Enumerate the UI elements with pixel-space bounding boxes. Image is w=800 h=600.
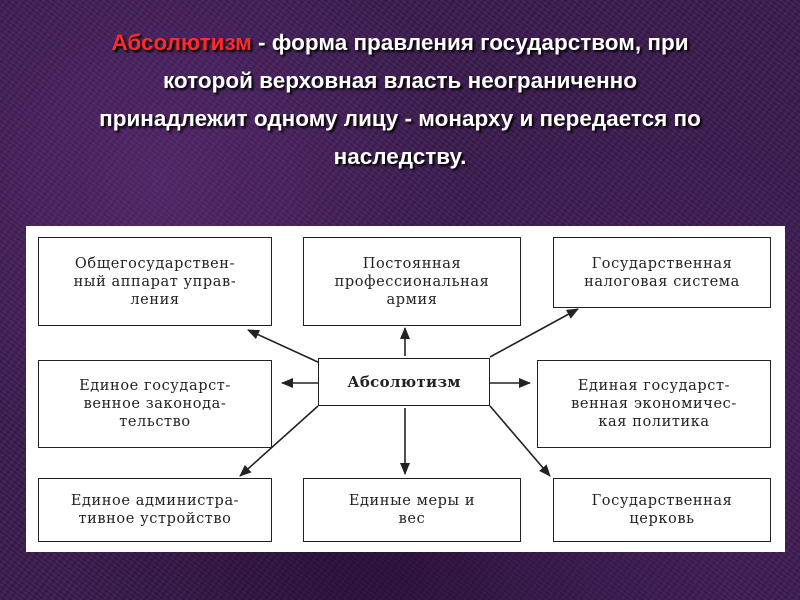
title-term: Абсолютизм [111, 30, 252, 55]
arrow-to-tax-system [489, 308, 579, 358]
arrows-layer [239, 308, 579, 477]
box-measures: Единые меры и вес [303, 478, 521, 542]
box-army: Постоянная профессиональная армия [303, 237, 521, 326]
box-legislation: Единое государст- венное законода- тельс… [38, 360, 272, 448]
arrow-to-admin-apparatus [247, 329, 321, 364]
title-definition: - форма правления государством, при кото… [99, 30, 701, 169]
box-admin-apparatus: Общегосударствен- ный аппарат управ- лен… [38, 237, 272, 326]
box-economic-policy: Единая государст- венная экономичес- кая… [537, 360, 771, 448]
box-tax-system: Государственная налоговая система [553, 237, 771, 308]
box-admin-structure: Единое администра- тивное устройство [38, 478, 272, 542]
box-center-absolutism: Абсолютизм [318, 358, 490, 406]
arrow-to-church [489, 405, 551, 477]
diagram-panel: Общегосударствен- ный аппарат управ- лен… [26, 226, 785, 552]
arrow-to-admin-structure [239, 405, 319, 477]
slide-title: Абсолютизм - форма правления государство… [90, 24, 710, 176]
box-church: Государственная церковь [553, 478, 771, 542]
